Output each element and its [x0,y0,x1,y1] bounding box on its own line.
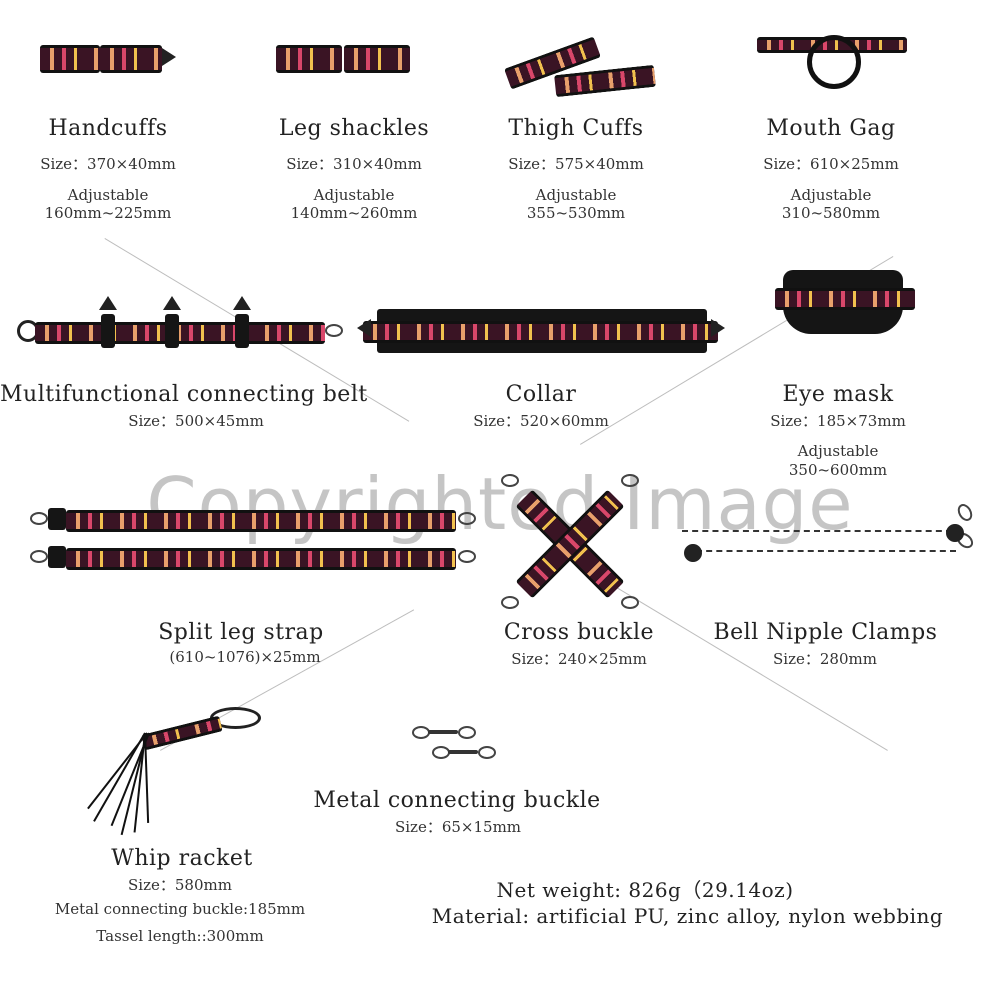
nipple-clamps-size: Size：280mm [773,650,877,668]
handcuffs-adjustable: Adjustable [67,186,149,204]
nipple-clamps-image [676,500,986,580]
metal-buckle-image [412,724,502,768]
connecting-belt-title: Multifunctional connecting belt [0,382,368,407]
cross-buckle-image [495,470,645,610]
handcuffs-image [40,35,180,95]
leg-shackles-range: 140mm~260mm [290,204,418,222]
handcuffs-range: 160mm~225mm [44,204,172,222]
thigh-cuffs-size: Size：575×40mm [508,155,644,173]
material: Material: artificial PU, zinc alloy, nyl… [431,904,944,928]
split-leg-strap-size: (610~1076)×25mm [169,648,321,666]
eye-mask-title: Eye mask [782,382,894,407]
net-weight: Net weight: 826g（29.14oz) [496,878,794,902]
thigh-cuffs-adjustable: Adjustable [535,186,617,204]
leg-shackles-title: Leg shackles [278,116,430,141]
leg-shackles-image [276,35,416,95]
cross-buckle-title: Cross buckle [503,620,655,645]
collar-title: Collar [505,382,577,407]
eye-mask-size: Size：185×73mm [770,412,906,430]
whip-size: Size：580mm [128,876,232,894]
mouth-gag-image [755,25,915,95]
collar-size: Size：520×60mm [473,412,609,430]
leg-shackles-adjustable: Adjustable [313,186,395,204]
handcuffs-size: Size：370×40mm [40,155,176,173]
whip-title: Whip racket [111,846,253,871]
thigh-cuffs-range: 355~530mm [526,204,626,222]
handcuffs-title: Handcuffs [48,116,168,141]
split-leg-strap-title: Split leg strap [158,620,324,645]
nipple-clamps-title: Bell Nipple Clamps [713,620,938,645]
cross-buckle-size: Size：240×25mm [511,650,647,668]
mouth-gag-range: 310~580mm [781,204,881,222]
mouth-gag-adjustable: Adjustable [790,186,872,204]
whip-image [60,705,270,840]
split-leg-strap-image [30,500,480,580]
metal-buckle-title: Metal connecting buckle [313,788,601,813]
thigh-cuffs-title: Thigh Cuffs [508,116,644,141]
connecting-belt-image [15,292,345,352]
metal-buckle-size: Size：65×15mm [394,818,522,836]
eye-mask-adjustable: Adjustable [797,442,879,460]
eye-mask-image [775,268,920,338]
leg-shackles-size: Size：310×40mm [286,155,422,173]
whip-tassel-length: Tassel length::300mm [96,927,264,945]
mouth-gag-size: Size：610×25mm [763,155,899,173]
mouth-gag-title: Mouth Gag [766,116,896,141]
whip-buckle-length: Metal connecting buckle:185mm [54,900,306,918]
thigh-cuffs-image [500,22,660,102]
collar-image [355,305,730,355]
connecting-belt-size: Size：500×45mm [128,412,264,430]
eye-mask-range: 350~600mm [788,461,888,479]
